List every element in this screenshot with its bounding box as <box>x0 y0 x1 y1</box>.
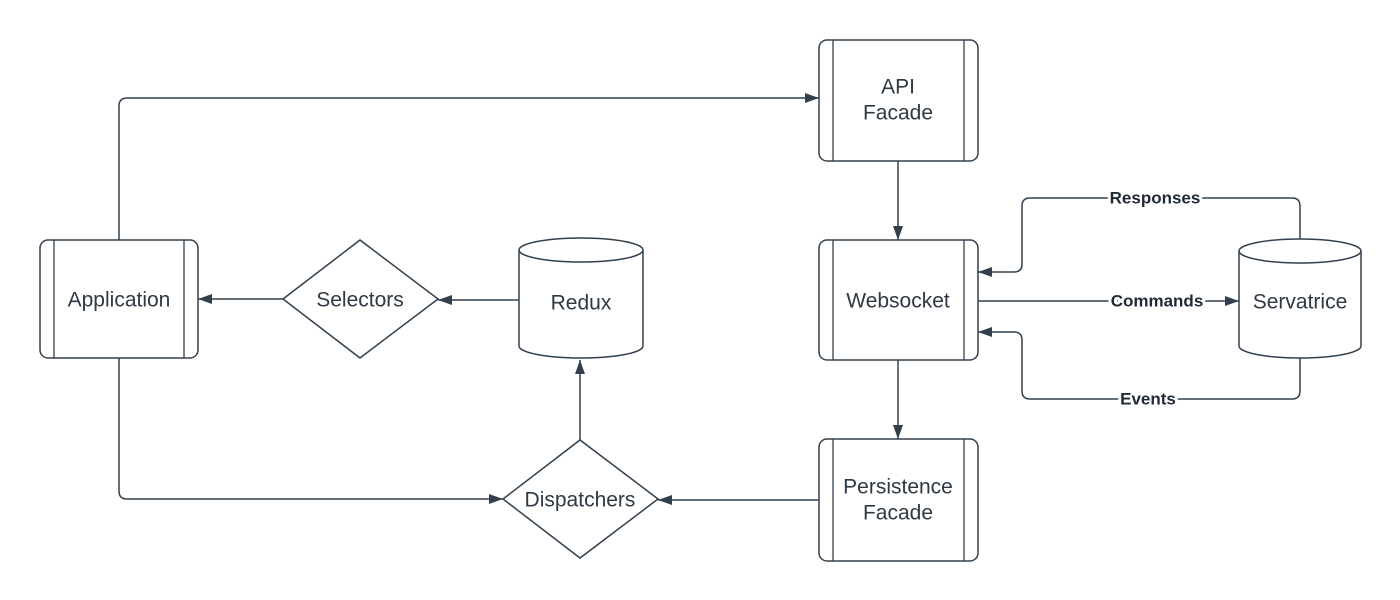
node-persistence-facade: Persistence Facade <box>818 438 979 562</box>
node-redux: Redux <box>518 237 644 359</box>
api-facade-label-line1: API <box>881 76 915 99</box>
websocket-box <box>818 239 979 361</box>
edge-application-to-api-facade <box>118 93 819 240</box>
edges <box>118 93 1301 505</box>
persistence-facade-box <box>818 438 979 562</box>
servatrice-cylinder-top <box>1238 238 1362 264</box>
edge-labels: Responses Commands Events <box>1107 186 1207 412</box>
api-facade-label-line2: Facade <box>863 102 933 125</box>
servatrice-label: Servatrice <box>1253 291 1348 314</box>
node-dispatchers: Dispatchers <box>501 439 660 559</box>
dispatchers-label: Dispatchers <box>525 489 636 512</box>
servatrice-cylinder-body <box>1238 251 1362 359</box>
edge-responses-servatrice-to-websocket <box>978 197 1301 277</box>
redux-cylinder-top <box>518 237 644 263</box>
edge-application-to-dispatchers <box>118 358 503 504</box>
edge-events-servatrice-to-websocket <box>978 327 1301 400</box>
node-application: Application <box>39 239 199 359</box>
persistence-facade-label-line2: Facade <box>863 502 933 525</box>
node-api-facade: API Facade <box>818 39 979 162</box>
node-websocket: Websocket <box>818 239 979 361</box>
websocket-label: Websocket <box>846 290 950 313</box>
redux-label: Redux <box>551 292 612 315</box>
selectors-label: Selectors <box>316 289 404 312</box>
persistence-facade-label-line1: Persistence <box>843 476 953 499</box>
commands-edge-label: Commands <box>1111 292 1204 311</box>
node-servatrice: Servatrice <box>1238 238 1362 359</box>
application-label: Application <box>68 289 171 312</box>
events-edge-label: Events <box>1120 390 1176 409</box>
dispatchers-diamond <box>501 439 660 559</box>
redux-cylinder-body <box>518 250 644 359</box>
responses-edge-label: Responses <box>1110 189 1201 208</box>
api-facade-box <box>818 39 979 162</box>
selectors-diamond <box>281 239 440 359</box>
application-box <box>39 239 199 359</box>
node-selectors: Selectors <box>281 239 440 359</box>
